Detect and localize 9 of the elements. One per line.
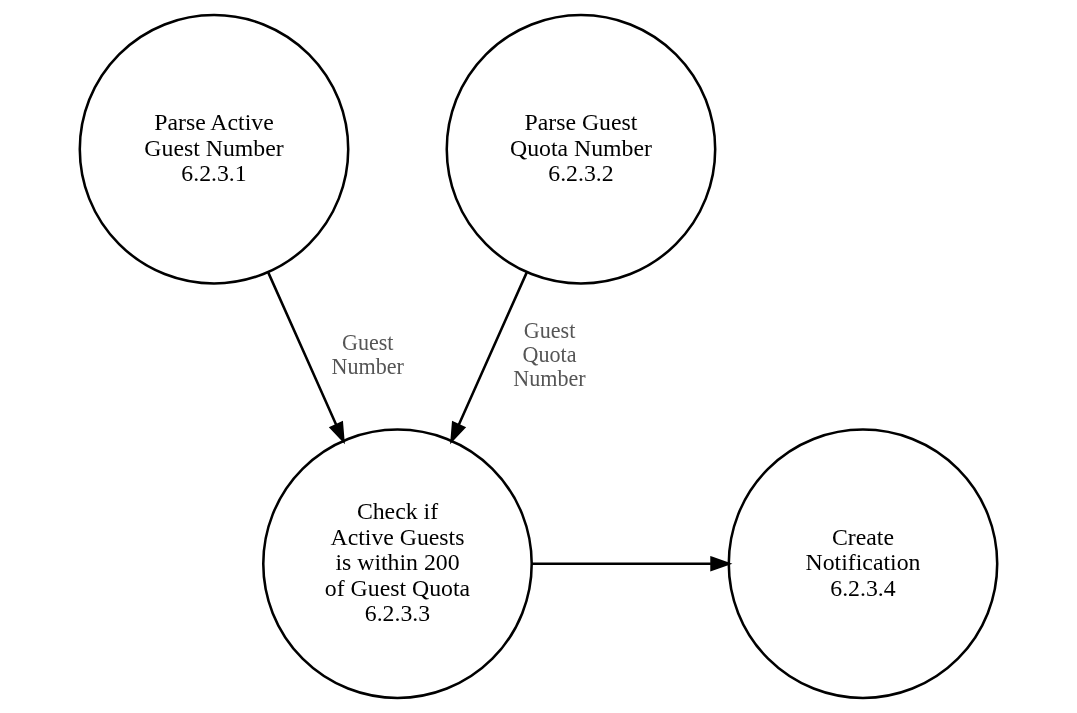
arrow (532, 556, 733, 572)
arrow (267, 272, 345, 445)
node-circle: Check if Active Guests is within 200 of Guest Quota 6.2.3.3 (262, 428, 533, 700)
node-circle: Parse Guest Quota Number 6.2.3.2 (445, 13, 717, 285)
edge-label: Guest Quota Number (513, 318, 586, 392)
edge-label: Guest Number (331, 330, 404, 380)
arrow (450, 272, 528, 445)
node-circle: Parse Active Guest Number 6.2.3.1 (78, 13, 350, 285)
node-circle: Create Notification 6.2.3.4 (727, 428, 999, 700)
